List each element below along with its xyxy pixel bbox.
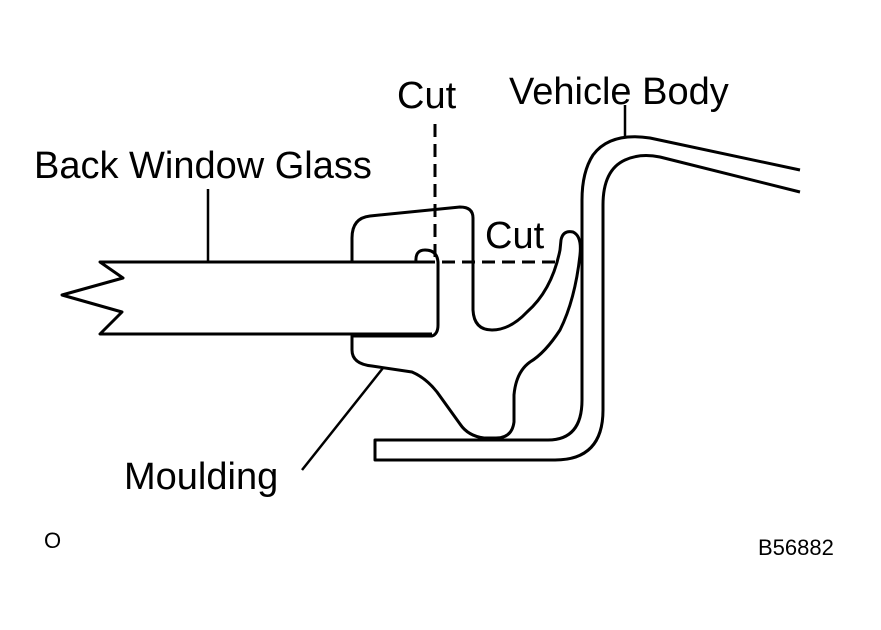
- corner-mark: O: [44, 528, 61, 553]
- cut-label-vertical: Cut: [397, 75, 457, 117]
- figure-id: B56882: [758, 535, 834, 560]
- vehicle-body-panel: [373, 135, 801, 462]
- moulding-profile: [350, 205, 582, 440]
- vehicle-body-label: Vehicle Body: [509, 71, 729, 113]
- back-window-glass-label: Back Window Glass: [34, 145, 372, 187]
- moulding-label: Moulding: [124, 456, 278, 498]
- back-window-glass: [60, 260, 432, 336]
- moulding-leader: [301, 367, 384, 471]
- cut-label-horizontal: Cut: [485, 215, 545, 257]
